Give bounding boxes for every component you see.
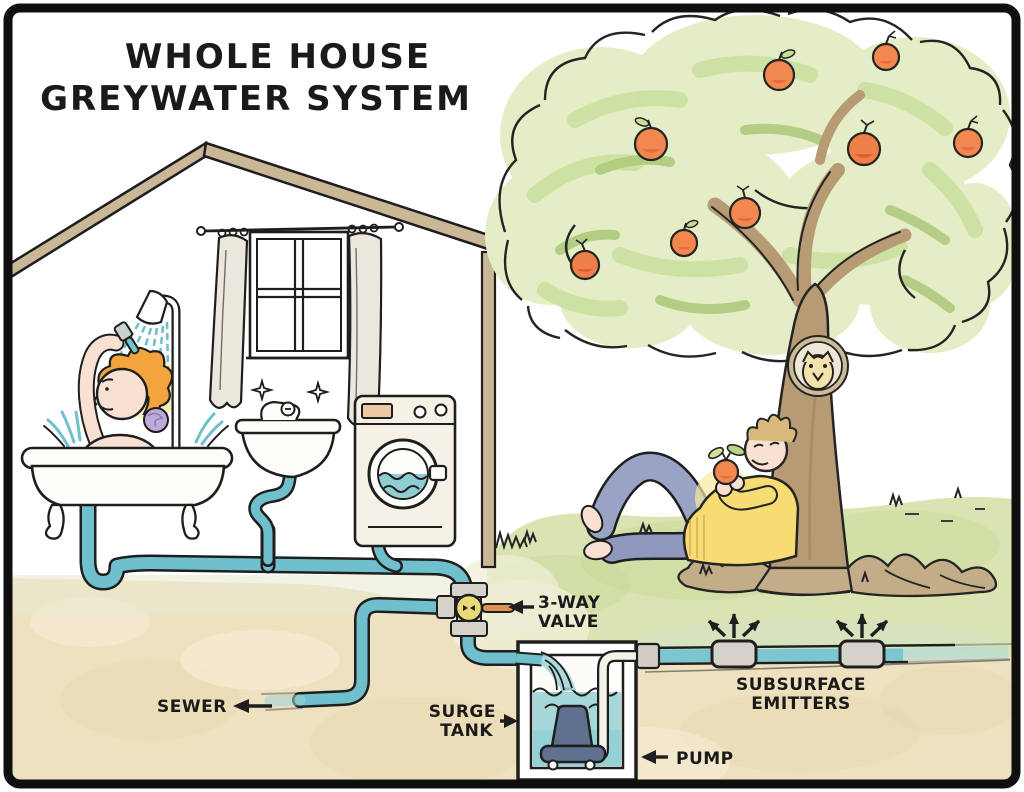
arrow-left-icon	[508, 600, 523, 614]
emitters-label-line1: SUBSURFACE	[736, 675, 866, 695]
window	[246, 230, 352, 360]
bathtub	[20, 446, 234, 540]
curtains	[196, 222, 404, 427]
splash-right	[194, 412, 229, 447]
surge-tank-feed-pipe	[460, 626, 529, 666]
person-relaxing	[580, 413, 800, 567]
valve-label-line1: 3-WAY	[538, 593, 601, 613]
grass-tufts	[495, 485, 985, 583]
label-pump: PUMP	[641, 749, 734, 769]
foot	[580, 504, 604, 534]
title-line2: GREYWATER SYSTEM	[40, 79, 472, 119]
subsurface-emitters	[635, 613, 1012, 673]
faucet	[260, 400, 301, 421]
surge-label-line1: SURGE	[429, 702, 496, 722]
washer-display	[361, 403, 393, 419]
tree-fruits	[569, 30, 984, 281]
shower-person-in-bathtub	[20, 289, 234, 540]
page-title: WHOLE HOUSE GREYWATER SYSTEM	[40, 37, 472, 119]
surge-tank	[515, 640, 641, 780]
label-sewer: SEWER	[157, 697, 272, 717]
pump	[539, 704, 607, 771]
house	[12, 140, 516, 569]
sewer-label: SEWER	[157, 697, 227, 717]
arrow-left-icon	[641, 750, 656, 764]
valve-knob	[454, 593, 484, 623]
frame-border	[3, 3, 1021, 789]
arm	[720, 486, 776, 509]
emitter	[838, 639, 886, 669]
washer-knob	[413, 405, 427, 419]
foliage-outline	[498, 12, 1012, 363]
foot	[583, 539, 613, 561]
emitter-spray-arrows	[707, 613, 889, 638]
tub-foot-left	[44, 503, 65, 540]
washing-machine	[353, 394, 457, 548]
surge-label-line2: TANK	[440, 721, 493, 741]
shower-head	[135, 289, 169, 325]
label-3-way-valve: 3-WAY VALVE	[508, 593, 601, 632]
bathroom-sink	[234, 377, 342, 567]
arrow-left-icon	[233, 699, 249, 713]
relaxer-hair	[746, 413, 798, 443]
arrow-right-icon	[504, 714, 518, 728]
title-line1: WHOLE HOUSE	[125, 37, 431, 77]
held-fruit	[707, 443, 746, 486]
bather-head	[95, 367, 149, 421]
leg-bent	[588, 454, 719, 548]
valve-handle	[481, 603, 515, 613]
pump-label: PUMP	[676, 749, 734, 769]
label-surge-tank: SURGE TANK	[429, 702, 518, 741]
sparkle-icon	[305, 379, 331, 405]
owl-in-tree	[787, 335, 849, 397]
sparkle-icon	[249, 377, 275, 403]
sewer-line	[261, 596, 449, 711]
splash-left	[43, 410, 82, 448]
emitter	[710, 639, 758, 669]
tub-foot-right	[181, 503, 200, 540]
emitters-label-line2: EMITTERS	[751, 694, 850, 714]
washer-knob	[434, 403, 448, 417]
three-way-valve	[436, 582, 515, 637]
house-wall	[480, 250, 497, 569]
pipe-coupling	[635, 642, 661, 670]
scrub-brush	[113, 321, 140, 355]
valve-label-line2: VALVE	[538, 612, 599, 632]
washer-latch	[428, 464, 448, 482]
label-subsurface-emitters: SUBSURFACE EMITTERS	[736, 675, 866, 714]
fruit-tree	[485, 12, 1012, 598]
